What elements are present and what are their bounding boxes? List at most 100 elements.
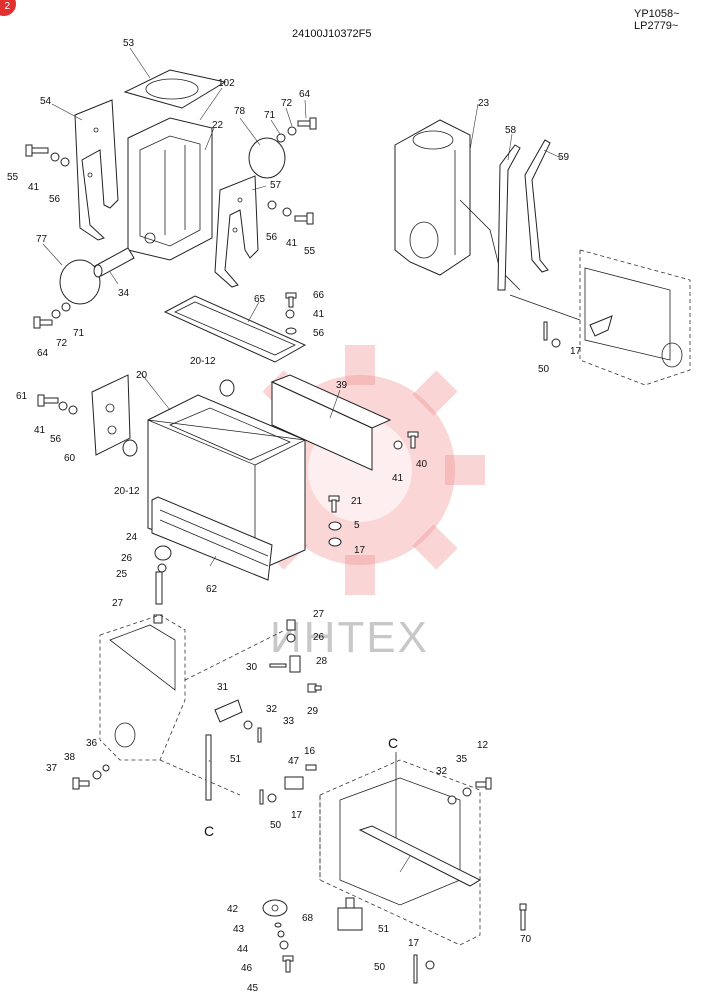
pin-33 xyxy=(257,727,262,743)
label-64-top: 64 xyxy=(299,89,311,100)
round-cover-77 xyxy=(59,259,101,305)
label-28: 28 xyxy=(316,656,328,667)
label-42: 42 xyxy=(227,904,239,915)
pin-50-bottom xyxy=(413,954,418,984)
bolt-29 xyxy=(307,683,322,693)
top-cover-53 xyxy=(123,69,227,109)
side-plate-60 xyxy=(91,374,131,456)
plate-65 xyxy=(163,295,307,363)
label-54: 54 xyxy=(40,96,52,107)
label-46: 46 xyxy=(241,963,253,974)
nut-27-left xyxy=(153,614,163,624)
washer-56-plate xyxy=(285,327,297,335)
label-57: 57 xyxy=(270,180,282,191)
washer-41-plate xyxy=(285,309,295,319)
bolt-37 xyxy=(72,777,90,790)
console-housing-23 xyxy=(394,119,521,291)
switch-68 xyxy=(337,897,363,931)
label-59: 59 xyxy=(558,152,570,163)
label-47: 47 xyxy=(288,756,300,767)
washer-71-left xyxy=(61,302,71,312)
leader-lines xyxy=(42,47,562,873)
linkage-rod xyxy=(509,294,581,321)
label-70: 70 xyxy=(520,934,532,945)
clevis-28 xyxy=(289,655,301,673)
label-77: 77 xyxy=(36,234,48,245)
washer-41-box xyxy=(393,440,403,450)
washer-56-side xyxy=(68,405,78,415)
label-62: 62 xyxy=(206,584,218,595)
bolt-40 xyxy=(407,431,419,449)
bolt-16 xyxy=(305,764,317,771)
label-21: 21 xyxy=(351,496,363,507)
bolt-21 xyxy=(328,495,340,513)
label-78: 78 xyxy=(234,106,246,117)
label-37: 37 xyxy=(46,763,58,774)
label-50-top: 50 xyxy=(538,364,550,375)
lever-31 xyxy=(214,699,243,723)
label-66: 66 xyxy=(313,290,325,301)
label-55-right: 55 xyxy=(304,246,316,257)
spring-43 xyxy=(274,922,282,928)
label-41-plate: 41 xyxy=(313,309,325,320)
label-41-box: 41 xyxy=(392,473,404,484)
label-56-right: 56 xyxy=(266,232,278,243)
label-56-side: 56 xyxy=(50,434,62,445)
washer-56-left xyxy=(60,157,70,167)
nut-46 xyxy=(279,940,289,950)
bolt-55-right xyxy=(294,212,314,225)
bushing-20-12-bottom xyxy=(122,439,138,457)
lever-58 xyxy=(497,144,521,291)
label-16: 16 xyxy=(304,746,316,757)
cable-51-right xyxy=(358,825,482,887)
washer-32-right xyxy=(447,795,457,805)
label-44: 44 xyxy=(237,944,249,955)
bolt-64-left xyxy=(33,316,53,329)
label-39: 39 xyxy=(336,380,348,391)
label-17-bottom: 17 xyxy=(408,938,420,949)
washer-38 xyxy=(92,770,102,780)
washer-41-left xyxy=(50,152,60,162)
label-17-box: 17 xyxy=(354,545,366,556)
label-43: 43 xyxy=(233,924,245,935)
label-41-side: 41 xyxy=(34,425,46,436)
label-12: 12 xyxy=(477,740,489,751)
drawing-code: 24100J10372F5 xyxy=(292,28,372,40)
cab-frame-outline xyxy=(579,249,691,386)
label-31: 31 xyxy=(217,682,229,693)
label-61: 61 xyxy=(16,391,28,402)
label-33: 33 xyxy=(283,716,295,727)
washer-17-box xyxy=(328,537,342,547)
bolt-70 xyxy=(519,903,527,931)
link-bracket xyxy=(589,315,613,337)
model-range-1: YP1058~ xyxy=(634,8,680,20)
cable-51-left xyxy=(205,734,212,801)
label-50-middle: 50 xyxy=(270,820,282,831)
bushing-20-12-top xyxy=(219,379,235,397)
label-72-left: 72 xyxy=(56,338,68,349)
label-53: 53 xyxy=(123,38,135,49)
shaft-34 xyxy=(93,247,135,278)
bolt-64-top xyxy=(297,117,317,130)
label-65: 65 xyxy=(254,294,266,305)
nut-26-right xyxy=(286,633,296,643)
label-23: 23 xyxy=(478,98,490,109)
washer-41-side xyxy=(58,401,68,411)
side-bracket-57 xyxy=(214,175,259,288)
label-24: 24 xyxy=(126,532,138,543)
label-41-left: 41 xyxy=(28,182,40,193)
washer-32-left xyxy=(243,720,253,730)
label-26-top: 26 xyxy=(121,553,133,564)
label-45: 45 xyxy=(247,983,259,994)
label-c-bottom: C xyxy=(204,823,214,839)
label-41-right: 41 xyxy=(286,238,298,249)
rod-25 xyxy=(155,571,163,605)
label-38: 38 xyxy=(64,752,76,763)
clip-17-bottom xyxy=(425,960,435,970)
label-50-bottom: 50 xyxy=(374,962,386,973)
label-22: 22 xyxy=(212,120,224,131)
label-40: 40 xyxy=(416,459,428,470)
washer-41-right xyxy=(282,207,292,217)
bolt-55-left xyxy=(25,144,49,157)
washer-35 xyxy=(462,787,472,797)
